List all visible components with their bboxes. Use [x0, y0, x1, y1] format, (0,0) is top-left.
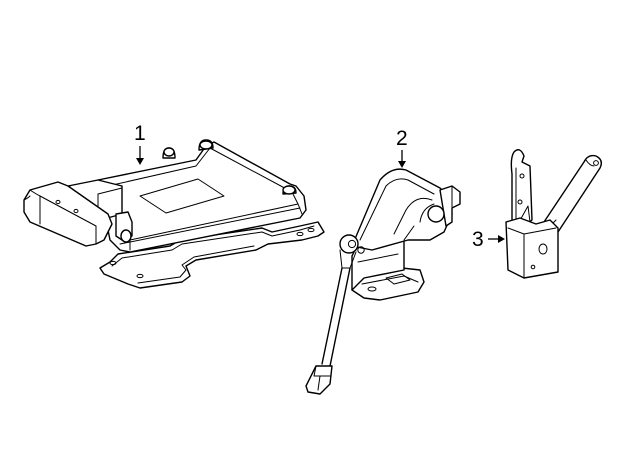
- part-1-control-module[interactable]: [23, 139, 325, 289]
- callout-3-arrow: [488, 235, 505, 243]
- callout-2-label: 2: [396, 127, 408, 150]
- callout-1-arrow: [136, 146, 144, 165]
- part-2-height-sensor[interactable]: [305, 168, 461, 395]
- callout-2-arrow: [398, 150, 406, 168]
- callout-3-label: 3: [472, 228, 484, 251]
- callout-1-label: 1: [134, 122, 146, 145]
- part-3-sensor-bracket[interactable]: [505, 149, 603, 279]
